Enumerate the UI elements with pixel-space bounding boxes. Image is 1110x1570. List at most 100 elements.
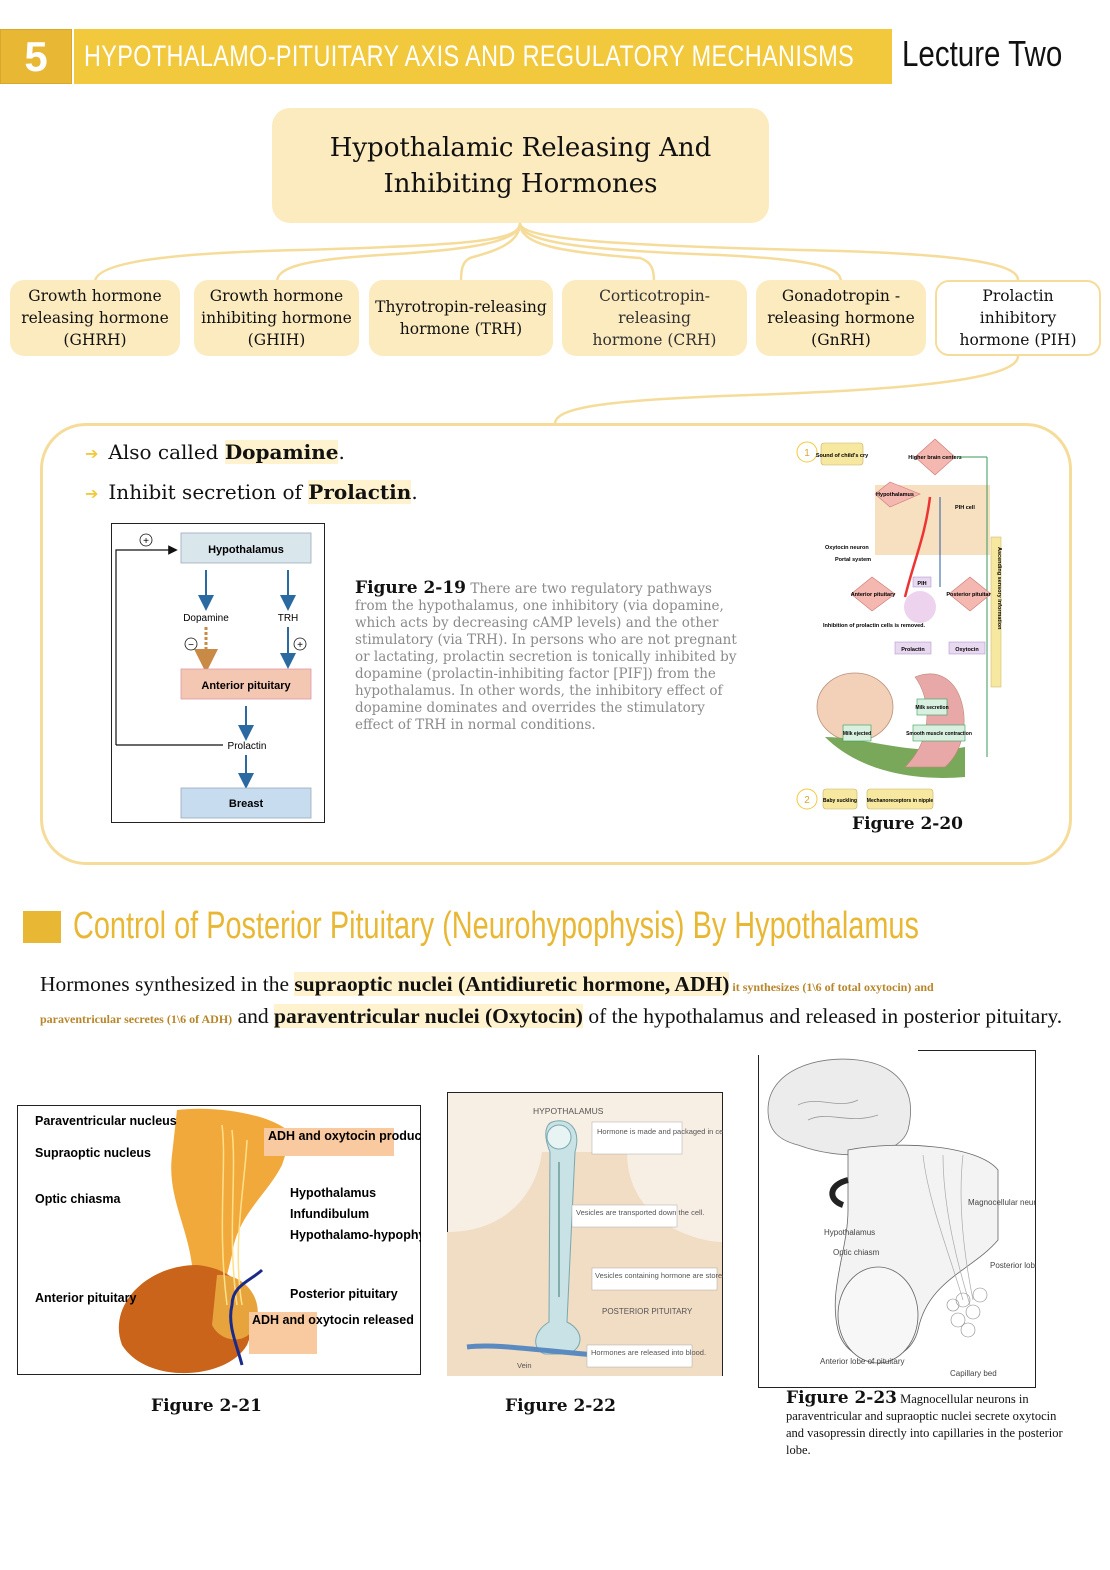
- ascending-label: Ascending sensory information: [996, 547, 1002, 630]
- bullet1-bold: Dopamine: [224, 440, 339, 464]
- released-label: ADH and oxytocin released: [252, 1313, 414, 1327]
- released-highlight: [249, 1312, 317, 1354]
- prolactin-tag-label: Prolactin: [901, 647, 925, 653]
- step-1-icon: [796, 441, 818, 463]
- figure-2-21-label: Figure 2-21: [151, 1396, 263, 1416]
- magno-label: Magnocellular neurosecretory cells: [968, 1198, 1036, 1207]
- crh-l2: hormone (CRH): [592, 331, 717, 349]
- milk-secretion-label: Milk secretion: [915, 705, 948, 711]
- figure-2-22-label: Figure 2-22: [505, 1396, 617, 1416]
- figure-2-23-caption: Figure 2-23 Magnocellular neurons in par…: [786, 1390, 1076, 1459]
- anterior-pituitary-box: [180, 668, 312, 700]
- prolactin-label: Prolactin: [228, 741, 267, 752]
- section-marker-icon: [23, 911, 61, 943]
- root-line-1: Hypothalamic Releasing And: [329, 132, 712, 163]
- capillary-bed-label: Capillary bed: [950, 1369, 997, 1378]
- fig23-caption-label: Figure 2-23: [786, 1388, 898, 1408]
- step-2-icon: [796, 788, 818, 810]
- bullet2-pre: Inhibit secretion of: [108, 480, 309, 504]
- gnrh-l3: (GnRH): [811, 331, 871, 349]
- posterior-pituitary-label: POSTERIOR PITUITARY: [602, 1307, 693, 1316]
- gnrh-text: Gonadotropin - releasing hormone (GnRH): [767, 285, 915, 351]
- root-line-2: Inhibiting Hormones: [383, 168, 658, 199]
- figure-2-19-diagram: Hypothalamus + Dopamine TRH − + Anterior…: [111, 523, 325, 823]
- arrow-right-icon: ➔: [85, 444, 99, 463]
- sound-label: Sound of child's cry: [816, 453, 869, 459]
- trh-l2: hormone (TRH): [399, 320, 523, 338]
- pih-tag-label: PIH: [917, 581, 926, 587]
- milk-secretion-box: [916, 698, 948, 716]
- section-paragraph: Hormones synthesized in the supraoptic n…: [40, 970, 1070, 1034]
- pih-detail-panel: [40, 423, 1072, 865]
- fig23-caption-text: Magnocellular neurons in paraventricular…: [786, 1392, 1063, 1457]
- hypothalamus-label: Hypothalamus: [290, 1186, 376, 1200]
- produced-label: ADH and oxytocin produced here: [268, 1129, 421, 1143]
- hypothalamus-label: Hypothalamus: [208, 544, 284, 556]
- tract-label: Hypothalamo-hypophyseal tract: [290, 1228, 421, 1242]
- hypothalamus-label: HYPOTHALAMUS: [533, 1106, 604, 1116]
- hypothalamus-shape: [874, 481, 921, 508]
- mechanoreceptors-box: [866, 788, 934, 810]
- section-title: Control of Posterior Pituitary (Neurohyp…: [73, 905, 1110, 948]
- anterior-pituitary-label: Anterior pituitary: [35, 1291, 136, 1305]
- paraventricular-label: Paraventricular nucleus: [35, 1114, 177, 1128]
- step-1-number: 1: [804, 448, 810, 459]
- para-part-1: Hormones synthesized in the: [40, 972, 295, 996]
- transported-callout: [571, 1204, 678, 1228]
- bullet1-pre: Also called: [108, 440, 225, 464]
- vein-label: Vein: [517, 1361, 532, 1370]
- ghrh-l2: releasing hormone: [21, 309, 169, 327]
- anterior-lobe-label: Anterior lobe of pituitary: [820, 1357, 905, 1366]
- breast-box: [180, 787, 312, 819]
- minus-sign: −: [188, 640, 194, 651]
- ghrh-l3: (GHRH): [63, 331, 127, 349]
- dopamine-label: Dopamine: [183, 613, 229, 624]
- hypothalamus-label: Hypothalamus: [876, 492, 914, 498]
- inhibition-label: Inhibition of prolactin cells is removed…: [823, 623, 926, 629]
- breast-label: Breast: [229, 798, 264, 810]
- lecture-label-text: Lecture Two: [902, 33, 1063, 74]
- hypothalamus-box: [180, 532, 312, 564]
- gnrh-l2: releasing hormone: [767, 309, 915, 327]
- posterior-pituitary-label: Posterior pituitary: [946, 592, 994, 598]
- ghih-l1: Growth hormone: [209, 287, 344, 305]
- optic-chiasm-label: Optic chiasm: [833, 1248, 880, 1257]
- lecture-number: 5: [0, 29, 72, 84]
- tissue-illustration: [447, 1152, 722, 1376]
- fig19-caption-label: Figure 2-19: [355, 578, 467, 598]
- gnrh-box: Gonadotropin - releasing hormone (GnRH): [756, 280, 926, 356]
- ascending-bar: [990, 536, 1002, 688]
- figure-2-19-caption: Figure 2-19 There are two regulatory pat…: [355, 580, 745, 734]
- root-box-text: Hypothalamic Releasing And Inhibiting Ho…: [330, 130, 712, 202]
- baby-suckling-label: Baby suckling: [823, 798, 857, 804]
- plus-top-sign: +: [143, 536, 149, 547]
- arrow-right-icon: ➔: [85, 484, 99, 503]
- minus-circle-icon: [184, 637, 198, 651]
- stored-label: Vesicles containing hormone are stored i…: [595, 1271, 723, 1280]
- gnrh-l1: Gonadotropin -: [781, 287, 901, 305]
- hypothalamus-illustration: [171, 1108, 292, 1308]
- plus-circle-icon: [293, 637, 307, 651]
- higher-centers-shape: [914, 438, 956, 476]
- step-2-number: 2: [804, 795, 810, 806]
- para-bold-3: (Oxytocin): [479, 1004, 583, 1028]
- posterior-pituitary-label: Posterior pituitary: [290, 1287, 398, 1301]
- anterior-pituitary-shape: [850, 576, 896, 612]
- bullet-prolactin: ➔Inhibit secretion of Prolactin.: [85, 480, 418, 504]
- para-bold-2: paraventricular nuclei: [273, 1004, 480, 1028]
- prolactin-tag: [894, 641, 932, 655]
- para-note-1: it synthesizes (1\6 of total oxytocin) a…: [729, 980, 934, 994]
- bullet2-bold: Prolactin: [308, 480, 412, 504]
- para-note-2: paraventricular secretes (1\6 of ADH): [40, 1012, 233, 1026]
- smooth-muscle-box: [912, 724, 966, 742]
- oxytocin-tag: [948, 641, 986, 655]
- bullet-dopamine: ➔Also called Dopamine.: [85, 440, 345, 464]
